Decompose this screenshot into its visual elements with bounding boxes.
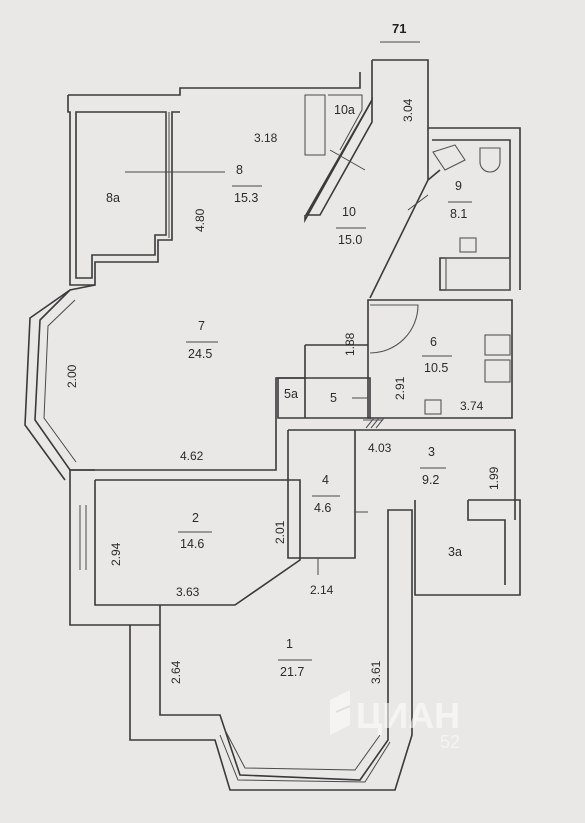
dim-2-91: 2.91 (393, 376, 407, 400)
wall-room-9 (432, 139, 511, 291)
dim-1-88: 1.88 (343, 332, 357, 356)
wall-room-2 (69, 469, 301, 626)
hatch-6 (363, 417, 385, 429)
room-3-number: 3 (428, 445, 435, 459)
room-8-area: 15.3 (234, 191, 258, 205)
bay-7-inner (43, 299, 77, 463)
room-5-number: 5 (330, 391, 337, 405)
room-10-number: 10 (342, 205, 356, 219)
wall-north (68, 72, 361, 96)
room-6-number: 6 (430, 335, 437, 349)
walls (24, 59, 521, 791)
dim-3-74: 3.74 (460, 399, 484, 413)
watermark-brand: ЦИАН (356, 695, 460, 736)
radiator-9 (459, 237, 477, 253)
dim-4-80: 4.80 (193, 208, 207, 232)
wall-room-10 (304, 96, 373, 216)
watermark-logo-icon (330, 690, 351, 735)
room-6-area: 10.5 (424, 361, 448, 375)
wall-room-8a (67, 95, 180, 286)
dim-2-64: 2.64 (169, 660, 183, 684)
dimension-lines (125, 149, 429, 575)
tub-9 (445, 257, 511, 291)
door-arc-6 (369, 304, 419, 354)
room-8a-number: 8а (106, 191, 120, 205)
toilet-6 (484, 359, 511, 383)
dim-2-01: 2.01 (273, 520, 287, 544)
room-2-number: 2 (192, 511, 199, 525)
wall-room-8a-inner (75, 111, 167, 279)
wall-room-1 (129, 509, 413, 791)
radiator-6 (424, 399, 442, 415)
dim-4-62: 4.62 (180, 449, 204, 463)
room-3-area: 9.2 (422, 473, 439, 487)
room-3a-number: 3а (448, 545, 462, 559)
room-4-number: 4 (322, 473, 329, 487)
room-4-area: 4.6 (314, 501, 331, 515)
dim-2-94: 2.94 (109, 542, 123, 566)
dim-3-61: 3.61 (369, 660, 383, 684)
duct-10a (304, 94, 363, 156)
room-7-number: 7 (198, 319, 205, 333)
dim-2-14: 2.14 (310, 583, 334, 597)
fraction-bars (178, 185, 472, 661)
wall-10-right (369, 128, 441, 299)
dim-2-00: 2.00 (65, 364, 79, 388)
room-5a-number: 5а (284, 387, 298, 401)
room-10-area: 15.0 (338, 233, 362, 247)
wall-room-4 (287, 429, 516, 559)
dim-line-9 (407, 194, 429, 211)
dim-3-63: 3.63 (176, 585, 200, 599)
dim-1-99: 1.99 (487, 466, 501, 490)
room-labels: 8а 8 15.3 10а 10 15.0 9 8.1 7 24.5 6 10.… (106, 103, 467, 679)
room-1-number: 1 (286, 637, 293, 651)
room-9-area: 8.1 (450, 207, 467, 221)
bay-1-mid (219, 734, 391, 783)
watermark-code: 52 (440, 732, 460, 752)
bay-1-inner (224, 729, 381, 771)
wall-room-3a (414, 499, 521, 596)
wall-room-5 (277, 377, 371, 419)
room-7-area: 24.5 (188, 347, 212, 361)
room-2-area: 14.6 (180, 537, 204, 551)
unit-number-label: 71 (392, 21, 406, 36)
dim-3-04: 3.04 (401, 98, 415, 122)
dim-line-10 (329, 149, 366, 171)
sink-9 (432, 144, 466, 171)
room-8-number: 8 (236, 163, 243, 177)
dim-3-18: 3.18 (254, 131, 278, 145)
room-1-area: 21.7 (280, 665, 304, 679)
room-9-number: 9 (455, 179, 462, 193)
watermark: ЦИАН 52 (330, 690, 460, 752)
toilet-9 (479, 147, 501, 173)
bay-7-outer (24, 289, 71, 481)
room-10a-number: 10а (334, 103, 355, 117)
sink-6 (484, 334, 511, 356)
dimension-labels: 3.04 3.18 4.80 1.88 2.00 2.91 3.74 4.62 … (65, 98, 501, 684)
dim-4-03: 4.03 (368, 441, 392, 455)
